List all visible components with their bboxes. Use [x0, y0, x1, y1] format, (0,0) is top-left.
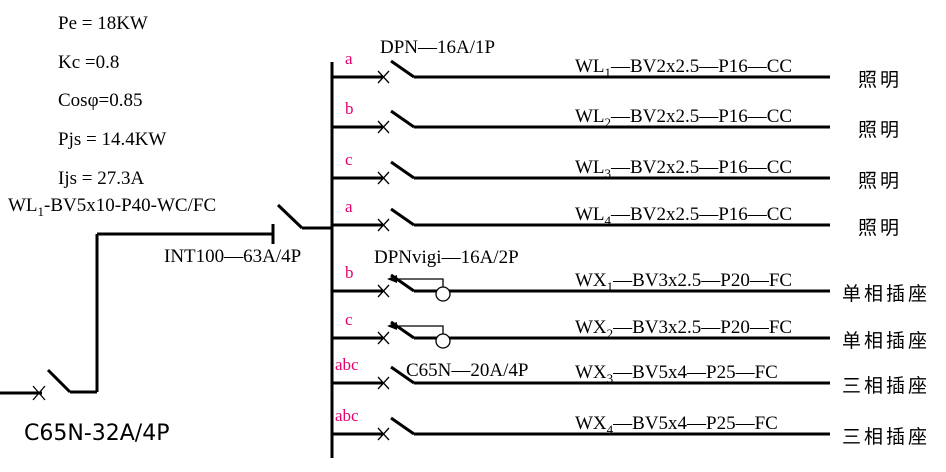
cable-spec: —BV2x2.5—P16—CC	[610, 106, 792, 127]
cable-prefix: WL	[575, 157, 605, 178]
cable-prefix: WX	[575, 270, 607, 291]
cable-subscript: 1	[607, 279, 614, 294]
circuit-usage-label: 照明	[858, 120, 902, 141]
param-kc: Kc =0.8	[58, 52, 119, 73]
rcd-arrow	[387, 275, 397, 283]
circuit-cable-label: WX4—BV5x4—P25—FC	[575, 413, 778, 437]
circuit-row: c WL3—BV2x2.5—P16—CC 照明	[332, 150, 902, 192]
circuit-usage-label: 单相插座	[842, 283, 930, 305]
switch-blade	[390, 416, 415, 436]
cable-subscript: 2	[607, 326, 614, 341]
rcd-link	[399, 278, 444, 288]
param-ijs: Ijs = 27.3A	[58, 168, 144, 189]
rcd-circle	[435, 333, 451, 349]
param-pe: Pe = 18KW	[58, 13, 148, 34]
upstream-breaker-symbol	[0, 234, 99, 401]
breaker-x-mark	[377, 70, 390, 84]
cable-spec: —BV3x2.5—P20—FC	[612, 270, 792, 291]
upstream-breaker-label: C65N-32A/4P	[24, 421, 169, 446]
circuit-cable-label: WL2—BV2x2.5—P16—CC	[575, 106, 792, 130]
cable-spec: —BV2x2.5—P16—CC	[610, 204, 792, 225]
circuit-cable-label: WX3—BV5x4—P25—FC	[575, 362, 778, 386]
cable-prefix: WL	[575, 56, 605, 77]
phase-label: b	[345, 263, 354, 282]
param-pjs: Pjs = 14.4KW	[58, 129, 166, 150]
phase-label: c	[345, 310, 353, 329]
param-cos: Cosφ=0.85	[58, 90, 143, 111]
circuit-cable-label: WL1—BV2x2.5—P16—CC	[575, 56, 792, 80]
breaker-x-mark	[377, 120, 390, 134]
cable-subscript: 3	[605, 166, 612, 181]
incoming-cable-label: WL1-BV5x10-P40-WC/FC	[8, 195, 216, 219]
phase-label: b	[345, 99, 354, 118]
main-switch-symbol	[97, 203, 332, 244]
cable-spec: —BV3x2.5—P20—FC	[612, 317, 792, 338]
cable-subscript: 4	[605, 213, 612, 228]
switch-blade	[390, 160, 415, 180]
cable-prefix: WX	[575, 362, 607, 383]
circuit-usage-label: 单相插座	[842, 330, 930, 352]
circuit-row: c WX2—BV3x2.5—P20—FC 单相插座	[332, 310, 930, 352]
rcd-circle	[435, 286, 451, 302]
switch-blade	[390, 207, 415, 227]
cable-prefix: WL	[575, 204, 605, 225]
circuit-cable-label: WX2—BV3x2.5—P20—FC	[575, 317, 792, 341]
device-label-dpnvigi: DPNvigi—16A/2P	[374, 247, 519, 268]
circuit-cable-label: WL3—BV2x2.5—P16—CC	[575, 157, 792, 181]
cable-subscript: 1	[605, 65, 612, 80]
circuit-row: a WL4—BV2x2.5—P16—CC 照明	[332, 197, 902, 239]
breaker-x-mark	[377, 218, 390, 232]
cable-prefix: WX	[575, 413, 607, 434]
cable-subscript: 4	[607, 422, 614, 437]
breaker-x-mark	[377, 171, 390, 185]
switch-blade	[390, 59, 415, 79]
circuit-usage-label: 照明	[858, 171, 902, 192]
cable-subscript: 3	[607, 371, 614, 386]
device-label-dpn: DPN—16A/1P	[380, 37, 495, 58]
phase-label: a	[345, 49, 353, 68]
switch-blade	[390, 365, 415, 385]
rcd-link	[399, 325, 444, 335]
cable-spec: —BV5x4—P25—FC	[612, 413, 778, 434]
circuit-row: abc WX4—BV5x4—P25—FC 三相插座	[332, 406, 930, 448]
cable-spec: —BV2x2.5—P16—CC	[610, 56, 792, 77]
phase-label: abc	[335, 355, 359, 374]
phase-label: c	[345, 150, 353, 169]
main-switch-label: INT100—63A/4P	[164, 246, 301, 267]
breaker-x-mark	[377, 376, 390, 390]
cable-spec: —BV2x2.5—P16—CC	[610, 157, 792, 178]
phase-label: abc	[335, 406, 359, 425]
breaker-x-mark	[377, 427, 390, 441]
circuit-row: b WX1—BV3x2.5—P20—FC 单相插座	[332, 263, 930, 305]
circuit-usage-label: 三相插座	[842, 375, 930, 397]
cable-subscript: 2	[605, 115, 612, 130]
switch-blade	[390, 109, 415, 129]
circuit-usage-label: 照明	[858, 70, 902, 91]
rcd-arrow	[387, 322, 397, 330]
circuit-row: abc WX3—BV5x4—P25—FC 三相插座	[332, 355, 930, 397]
breaker-x-mark	[377, 331, 390, 345]
circuit-usage-label: 照明	[858, 218, 902, 239]
breaker-x-mark	[377, 284, 390, 298]
circuit-row: a WL1—BV2x2.5—P16—CC 照明	[332, 49, 902, 91]
circuit-usage-label: 三相插座	[842, 426, 930, 448]
cable-prefix: WL	[575, 106, 605, 127]
phase-label: a	[345, 197, 353, 216]
circuit-cable-label: WL4—BV2x2.5—P16—CC	[575, 204, 792, 228]
cable-spec: —BV5x4—P25—FC	[612, 362, 778, 383]
circuit-cable-label: WX1—BV3x2.5—P20—FC	[575, 270, 792, 294]
cable-prefix: WX	[575, 317, 607, 338]
device-label-c65n: C65N—20A/4P	[406, 360, 528, 381]
circuit-row: b WL2—BV2x2.5—P16—CC 照明	[332, 99, 902, 141]
